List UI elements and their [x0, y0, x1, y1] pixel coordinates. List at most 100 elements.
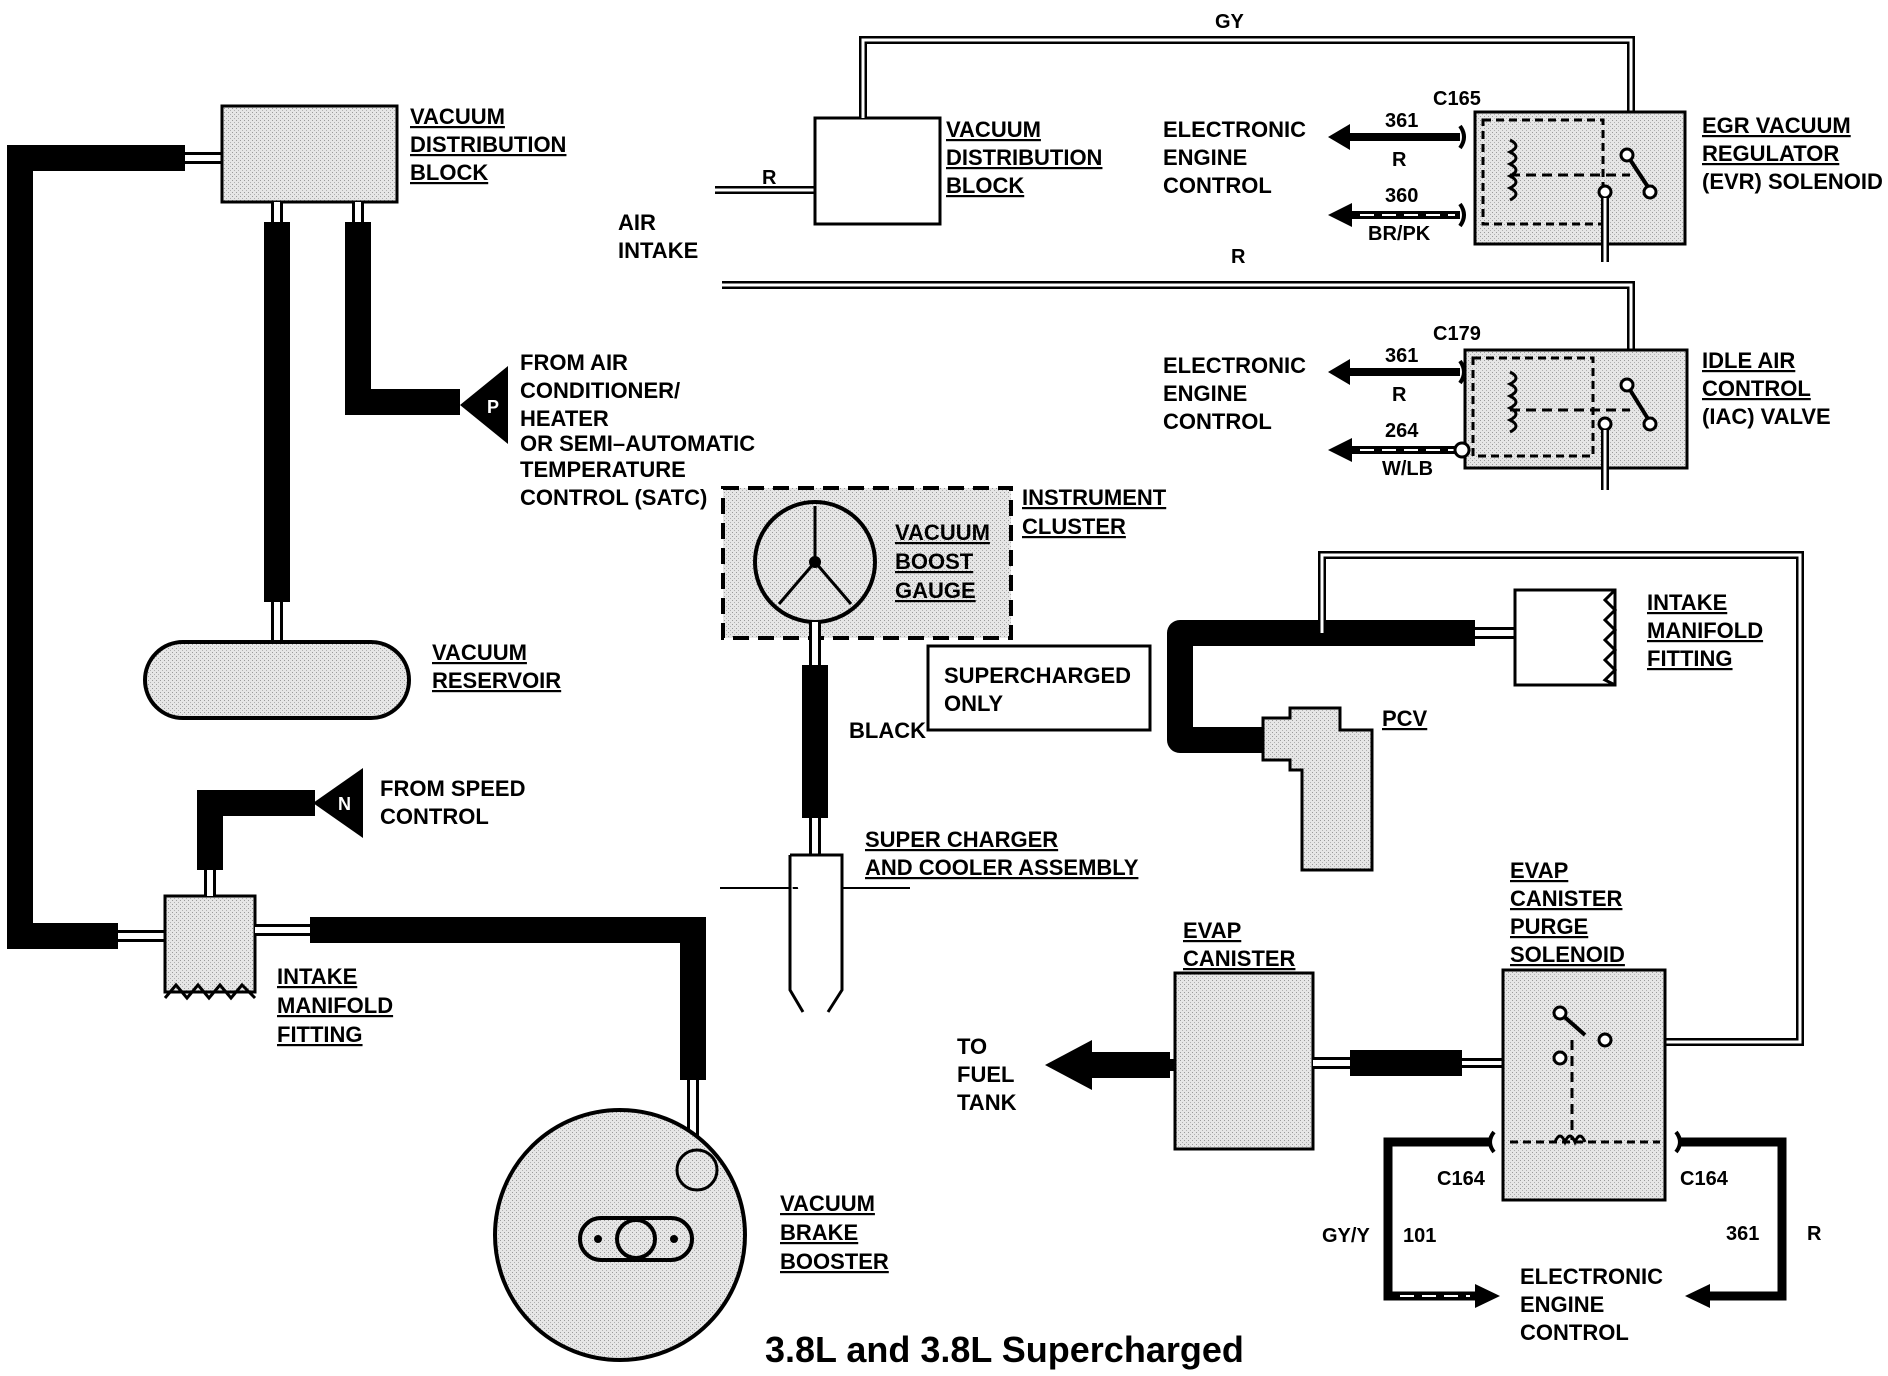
label-line: SUPER CHARGER — [865, 827, 1058, 852]
supercharger-label: SUPER CHARGER AND COOLER ASSEMBLY — [865, 827, 1139, 880]
from-ac-label: FROM AIR CONDITIONER/ HEATER OR SEMI–AUT… — [520, 350, 755, 510]
wire-label-gy: GY — [1215, 11, 1245, 33]
label-line: BLOCK — [946, 173, 1024, 198]
label-line: BOOSTER — [780, 1249, 889, 1274]
evap-canister-label: EVAP CANISTER — [1183, 918, 1296, 971]
vacuum-distribution-block-right — [813, 116, 942, 226]
label-line: EVAP — [1183, 918, 1241, 943]
vdb-right-label: VACUUM DISTRIBUTION BLOCK — [946, 117, 1102, 198]
label-line: TEMPERATURE — [520, 457, 686, 482]
label-line: ENGINE — [1163, 145, 1247, 170]
eec-label-1: ELECTRONIC ENGINE CONTROL — [1163, 117, 1306, 198]
wire-label-264: 264 — [1385, 420, 1419, 442]
label-line: CONTROL (SATC) — [520, 485, 707, 510]
vacuum-reservoir — [143, 640, 411, 720]
wire-label-gyy: GY/Y — [1322, 1225, 1370, 1247]
supercharger-fitting — [788, 853, 844, 1013]
wire-label-r-c: R — [1807, 1223, 1822, 1245]
label-line: GAUGE — [895, 578, 976, 603]
wire-label-r-a: R — [1392, 149, 1407, 171]
iac-label: IDLE AIR CONTROL (IAC) VALVE — [1702, 348, 1831, 429]
diagram-title: 3.8L and 3.8L Supercharged — [765, 1329, 1244, 1370]
brake-booster-label: VACUUM BRAKE BOOSTER — [780, 1191, 889, 1274]
intake-manifold-fitting-left — [163, 894, 257, 994]
label-line: CONDITIONER/ — [520, 378, 680, 403]
n-symbol-letter: N — [338, 794, 351, 814]
label-line: VACUUM — [780, 1191, 875, 1216]
label-line: RESERVOIR — [432, 668, 561, 693]
label-line: BRAKE — [780, 1220, 858, 1245]
label-line: PURGE — [1510, 914, 1588, 939]
label-line: FUEL — [957, 1062, 1014, 1087]
p-symbol-letter: P — [487, 397, 499, 417]
p-connector-symbol — [460, 366, 508, 444]
label-line: ELECTRONIC — [1520, 1264, 1663, 1289]
label-line: IDLE AIR — [1702, 348, 1795, 373]
label-line: VACUUM — [946, 117, 1041, 142]
label-line: TO — [957, 1034, 987, 1059]
label-line: CONTROL — [1702, 376, 1811, 401]
label-line: CANISTER — [1183, 946, 1296, 971]
r-wire-bottom — [1680, 1137, 1787, 1301]
supercharged-only-box — [926, 644, 1152, 732]
label-line: VACUUM — [410, 104, 505, 129]
label-line: VACUUM — [432, 640, 527, 665]
eec-label-3: ELECTRONIC ENGINE CONTROL — [1520, 1264, 1663, 1345]
label-line: ONLY — [944, 691, 1003, 716]
to-fuel-tank-label: TO FUEL TANK — [957, 1034, 1017, 1115]
n-connector-symbol — [313, 768, 363, 838]
label-line: INTAKE — [277, 964, 357, 989]
vacuum-distribution-block-left — [220, 104, 399, 204]
evr-solenoid — [1473, 110, 1687, 246]
wire-label-r-left: R — [762, 167, 777, 189]
vacuum-brake-booster — [493, 1108, 747, 1362]
label-line: VACUUM — [895, 520, 990, 545]
speed-control-hose — [197, 790, 315, 870]
label-line: AND COOLER ASSEMBLY — [865, 855, 1139, 880]
label-line: SOLENOID — [1510, 942, 1625, 967]
label-line: ENGINE — [1520, 1292, 1604, 1317]
black-hose-label: BLACK — [849, 718, 926, 743]
wire-label-brpk: BR/PK — [1368, 223, 1431, 245]
connector-c179: C179 — [1433, 323, 1481, 345]
pcv-valve — [1261, 706, 1374, 872]
intake-manifold-fitting-right — [1513, 588, 1617, 687]
evr-label: EGR VACUUM REGULATOR (EVR) SOLENOID — [1702, 113, 1883, 194]
label-line: AIR — [618, 210, 656, 235]
label-line: BOOST — [895, 549, 974, 574]
label-line: HEATER — [520, 406, 609, 431]
vacuum-reservoir-label: VACUUM RESERVOIR — [432, 640, 561, 693]
label-line: BLOCK — [410, 160, 488, 185]
ac-vacuum-hose — [345, 222, 460, 415]
label-line: FROM SPEED — [380, 776, 525, 801]
supercharged-only-label: SUPERCHARGED ONLY — [944, 663, 1131, 716]
label-line: FROM AIR — [520, 350, 628, 375]
connector-c164-left: C164 — [1437, 1168, 1486, 1190]
label-line: CONTROL — [1163, 173, 1272, 198]
label-line: CONTROL — [1520, 1320, 1629, 1345]
wire-label-360: 360 — [1385, 185, 1418, 207]
wire-label-wlb: W/LB — [1382, 458, 1433, 480]
label-line: MANIFOLD — [1647, 618, 1763, 643]
label-line: EGR VACUUM — [1702, 113, 1851, 138]
label-line: ELECTRONIC — [1163, 353, 1306, 378]
wire-label-361-b: 361 — [1385, 345, 1418, 367]
label-line: ENGINE — [1163, 381, 1247, 406]
wire-label-101: 101 — [1403, 1225, 1436, 1247]
evap-purge-label: EVAP CANISTER PURGE SOLENOID — [1510, 858, 1625, 967]
label-line: INTAKE — [618, 238, 698, 263]
wire-label-r-b: R — [1392, 384, 1407, 406]
connector-c165: C165 — [1433, 88, 1481, 110]
label-line: OR SEMI–AUTOMATIC — [520, 431, 755, 456]
pcv-hose — [1167, 620, 1475, 753]
label-line: REGULATOR — [1702, 141, 1839, 166]
label-line: INSTRUMENT — [1022, 485, 1167, 510]
label-line: CONTROL — [380, 804, 489, 829]
label-line: TANK — [957, 1090, 1017, 1115]
label-line: ELECTRONIC — [1163, 117, 1306, 142]
label-line: (EVR) SOLENOID — [1702, 169, 1883, 194]
connector-c164-right: C164 — [1680, 1168, 1729, 1190]
air-intake-label: AIR INTAKE — [618, 210, 698, 263]
